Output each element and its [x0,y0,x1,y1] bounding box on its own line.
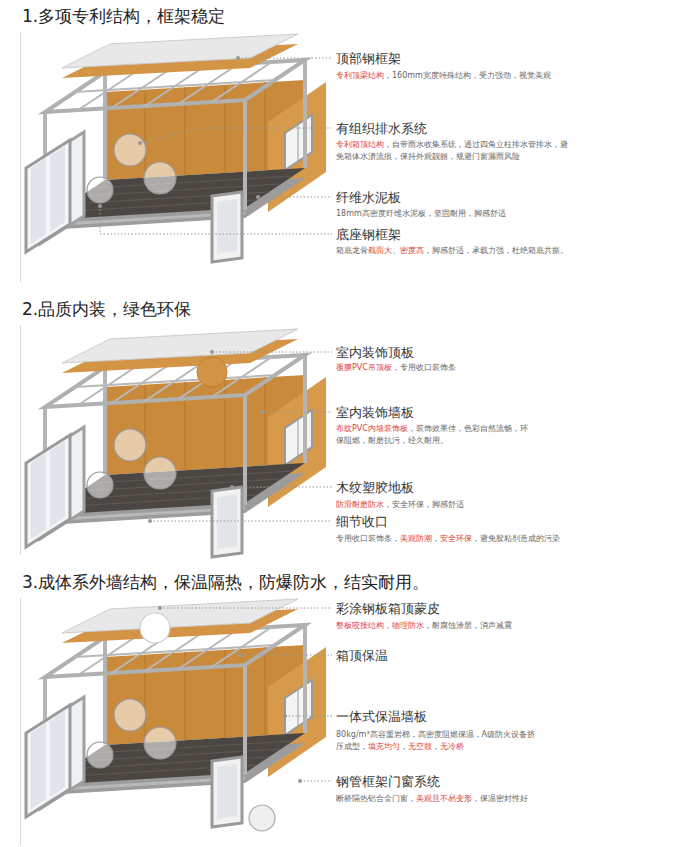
part-name: 木纹塑胶地板 [336,480,414,495]
part-name: 室内装饰墙板 [336,405,414,420]
highlight-text: 安全环保 [440,534,472,543]
description-text: ，脚感舒适，承载力强，杜绝箱底共振。 [424,246,568,255]
part-description: 80kg/m³高容重岩棉，高密度阻燃保温，A级防火设备挤压成型，填充均匀，无空鼓… [336,729,536,753]
part-description: 专用收口装饰条，美观防潮，安全环保，避免胶粘剂造成的污染 [336,533,636,545]
part-name: 细节收口 [336,514,388,529]
part-name: 钢管框架门窗系统 [336,774,440,789]
highlight-text: 覆膜PVC吊顶板 [336,363,392,372]
highlight-text: 专利顶梁结构 [336,71,384,80]
section-heading: 3.成体系外墙结构，保温隔热，防爆防水，结实耐用。 [22,572,429,592]
highlight-text: 整板咬接结构，物理防水 [336,621,424,630]
highlight-text: 填充均匀 [368,742,400,751]
part-description: 专利顶梁结构，160mm宽度特殊结构，受力强劲，视觉美观 [336,70,636,82]
part-description: 箱底龙骨截面大、密度高，脚感舒适，承载力强，杜绝箱底共振。 [336,245,636,257]
description-text: ，耐腐蚀涂层，消声减震 [424,621,512,630]
highlight-text: 专利箱顶结构 [336,140,384,149]
part-name: 底座钢框架 [336,227,401,242]
part-name: 一体式保温墙板 [336,709,427,724]
description-text: ，160mm宽度特殊结构，受力强劲，视觉美观 [384,71,551,80]
description-text: ，保温密封性好 [472,794,528,803]
highlight-text: 布纹PVC内墙装饰板 [336,424,408,433]
description-text: ， [432,534,440,543]
part-description: 覆膜PVC吊顶板，专用收口装饰条 [336,362,636,374]
highlight-text: 美观且不易变形 [416,794,472,803]
section-heading: 1.多项专利结构，框架稳定 [22,6,225,26]
part-name: 顶部钢框架 [336,51,401,66]
description-text: ，专用收口装饰条 [392,363,456,372]
description-text: ，避免胶粘剂造成的污染 [472,534,560,543]
description-text: 专用收口装饰条， [336,534,400,543]
part-name: 纤维水泥板 [336,190,401,205]
description-text: 断桥隔热铝合金门窗， [336,794,416,803]
description-text: ， [432,742,440,751]
description-text: 箱底龙骨 [336,246,368,255]
part-description: 断桥隔热铝合金门窗，美观且不易变形，保温密封性好 [336,793,636,805]
description-text: 、 [392,246,400,255]
part-description: 防滑耐磨防水，安全环保，脚感舒适 [336,499,636,511]
part-name: 彩涂钢板箱顶蒙皮 [336,601,440,616]
description-text: ，安全环保，脚感舒适 [384,500,464,509]
highlight-text: 截面大 [368,246,392,255]
description-text: ， [400,742,408,751]
section-heading: 2.品质内装，绿色环保 [22,299,191,319]
part-description: 布纹PVC内墙装饰板，装饰效果佳，色彩自然流畅，环保阻燃，耐磨抗污，经久耐用。 [336,423,528,447]
part-name: 箱顶保温 [336,648,388,663]
part-description: 整板咬接结构，物理防水，耐腐蚀涂层，消声减震 [336,620,636,632]
highlight-text: 无空鼓 [408,742,432,751]
part-description: 18mm高密度纤维水泥板，坚固耐用，脚感舒适 [336,208,636,220]
highlight-text: 防滑耐磨防水 [336,500,384,509]
part-name: 有组织排水系统 [336,121,427,136]
highlight-text: 美观防潮 [400,534,432,543]
description-text: 18mm高密度纤维水泥板，坚固耐用，脚感舒适 [336,209,506,218]
highlight-text: 密度高 [400,246,424,255]
part-description: 专利箱顶结构，自带雨水收集系统，通过四角立柱排水管排水，避免箱体水渍流痕，保持外… [336,139,571,163]
part-name: 室内装饰顶板 [336,345,414,360]
highlight-text: 无冷桥 [440,742,464,751]
